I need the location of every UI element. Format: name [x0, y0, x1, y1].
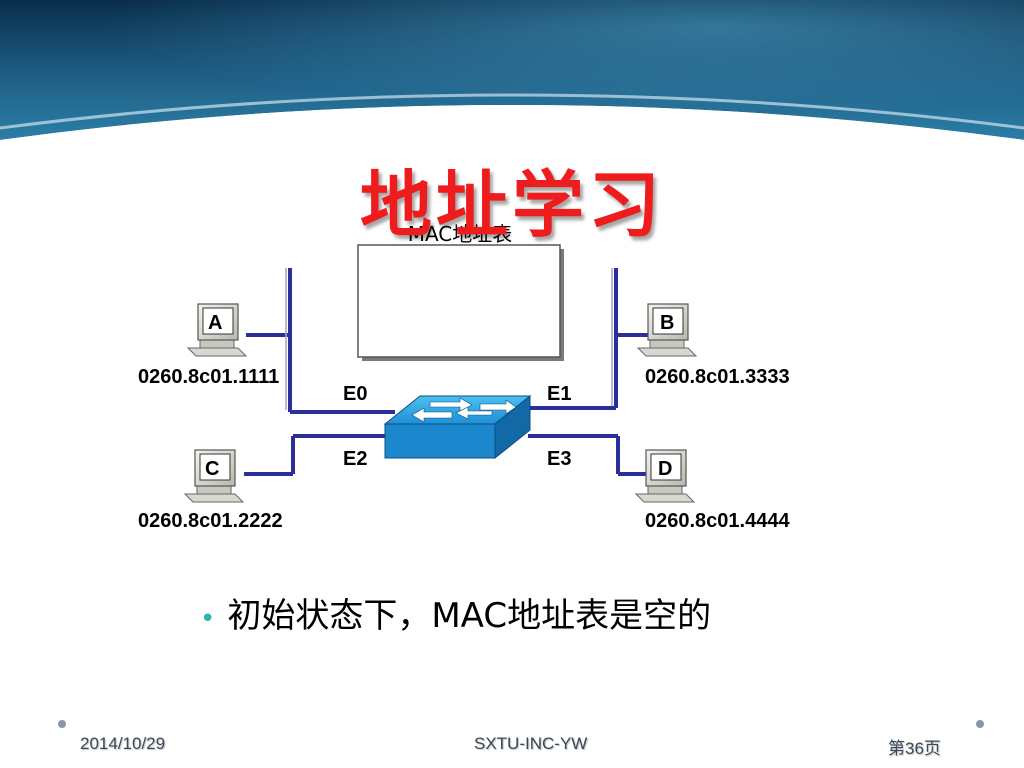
host-d-computer-icon	[634, 449, 696, 503]
port-e2-label: E2	[343, 448, 368, 470]
host-b-computer-icon	[636, 303, 698, 357]
host-a-computer-icon	[186, 303, 248, 357]
bullet-item: • 初始状态下，MAC地址表是空的	[200, 588, 711, 637]
network-wires	[244, 268, 650, 476]
port-e0-label: E0	[343, 383, 368, 405]
mac-address-table-box	[357, 244, 564, 361]
bullet-text: 初始状态下，MAC地址表是空的	[227, 596, 712, 636]
footer-date: 2014/10/29	[80, 734, 166, 753]
host-a-mac: 0260.8c01.1111	[138, 366, 280, 388]
bullet-dot-icon: •	[200, 604, 216, 634]
mac-table-label: MAC地址表	[407, 222, 513, 246]
host-c-label: C	[205, 458, 220, 480]
host-b-mac: 0260.8c01.3333	[645, 366, 790, 388]
host-a-label: A	[208, 312, 223, 334]
port-e1-label: E1	[547, 383, 572, 405]
host-d-mac: 0260.8c01.4444	[645, 510, 790, 532]
host-c-mac: 0260.8c01.2222	[138, 510, 283, 532]
slide-title: 地址学习	[359, 163, 664, 247]
header-banner	[0, 0, 1024, 160]
port-e3-label: E3	[547, 448, 572, 470]
host-c-computer-icon	[183, 449, 245, 503]
footer-page-number: 第36页	[888, 739, 941, 758]
footer-center: SXTU-INC-YW	[474, 734, 588, 753]
host-d-label: D	[658, 458, 673, 480]
network-switch-icon	[383, 394, 532, 460]
footer-divider	[58, 720, 984, 728]
host-b-label: B	[660, 312, 675, 334]
